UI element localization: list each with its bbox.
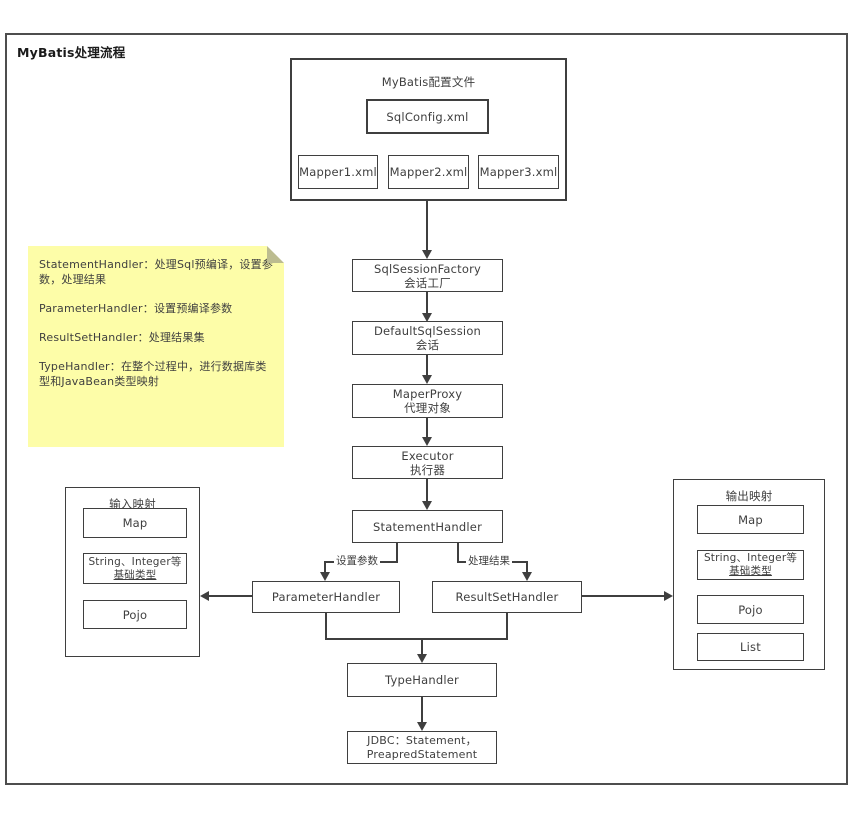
output-list-box: List (697, 633, 804, 661)
arrowhead-factory-to-session (422, 313, 432, 322)
connector-factory-to-session (426, 292, 428, 314)
arrowhead-to-jdbc (417, 722, 427, 731)
input-mapping-title: 输入映射 (109, 497, 156, 511)
sticky-note: StatementHandler：处理Sql预编译，设置参数，处理结果 Para… (28, 246, 284, 447)
connector-to-output-mapping (582, 595, 666, 597)
mapper2-xml-box: Mapper2.xml (388, 155, 469, 189)
note-statement-handler: StatementHandler：处理Sql预编译，设置参数，处理结果 (39, 258, 274, 286)
executor-label-zh: 执行器 (409, 462, 446, 477)
jdbc-line1: JDBC：Statement， (367, 733, 477, 747)
connector-merge-to-typehandler (421, 638, 423, 655)
page-title: MyBatis处理流程 (17, 45, 126, 60)
typehandler-box: TypeHandler (347, 663, 497, 697)
connector-statementhandler-left-stub (396, 543, 398, 563)
output-basic-line1: String、Integer等 (703, 552, 798, 564)
arrowhead-proxy-to-executor (422, 437, 432, 446)
connector-proxy-to-executor (426, 418, 428, 438)
arrowhead-to-resultsethandler (522, 572, 532, 581)
flow-box-executor: Executor 执行器 (352, 446, 503, 479)
input-basic-line2: 基础类型 (113, 568, 157, 581)
connector-parameterhandler-down (325, 613, 327, 640)
config-file-title: MyBatis配置文件 (381, 75, 476, 89)
input-basic-types-box: String、Integer等 基础类型 (83, 553, 187, 584)
note-parameter-handler: ParameterHandler：设置预编译参数 (39, 302, 233, 315)
output-map-box: Map (697, 505, 804, 534)
jdbc-line2: PreapredStatement (366, 747, 478, 761)
arrowhead-to-input-mapping (200, 591, 209, 601)
resultsethandler-box: ResultSetHandler (432, 581, 582, 613)
parameterhandler-box: ParameterHandler (252, 581, 400, 613)
mapper1-xml-box: Mapper1.xml (298, 155, 378, 189)
connector-config-to-factory (426, 201, 428, 251)
flow-box-defaultsqlsession: DefaultSqlSession 会话 (352, 321, 503, 355)
input-pojo-box: Pojo (83, 600, 187, 629)
connector-executor-to-statementhandler (426, 479, 428, 502)
connector-resultsethandler-down (506, 613, 508, 640)
output-basic-types-box: String、Integer等 基础类型 (697, 550, 804, 580)
flow-box-maperproxy: MaperProxy 代理对象 (352, 384, 503, 418)
config-file-box: MyBatis配置文件 SqlConfig.xml Mapper1.xml Ma… (290, 58, 567, 201)
arrowhead-to-output-mapping (664, 591, 673, 601)
connector-to-input-mapping (208, 595, 252, 597)
maperproxy-label-en: MaperProxy (392, 387, 463, 401)
connector-session-to-proxy (426, 355, 428, 376)
arrowhead-to-parameterhandler (320, 572, 330, 581)
defaultsqlsession-label-zh: 会话 (415, 338, 440, 352)
output-pojo-box: Pojo (697, 595, 804, 624)
arrowhead-config-to-factory (422, 250, 432, 259)
sqlconfig-xml-box: SqlConfig.xml (366, 99, 489, 134)
jdbc-box: JDBC：Statement， PreapredStatement (347, 731, 497, 764)
label-set-parameters: 设置参数 (334, 555, 380, 568)
output-mapping-title: 输出映射 (725, 489, 773, 503)
arrowhead-to-typehandler (417, 654, 427, 663)
output-basic-line2: 基础类型 (729, 565, 772, 577)
input-map-box: Map (83, 508, 187, 538)
sqlsessionfactory-label-zh: 会话工厂 (404, 275, 451, 290)
defaultsqlsession-label-en: DefaultSqlSession (373, 324, 482, 338)
mapper3-xml-box: Mapper3.xml (478, 155, 559, 189)
input-basic-line1: String、Integer等 (88, 555, 182, 568)
note-type-handler: TypeHandler：在整个过程中，进行数据库类型和JavaBean类型映射 (39, 360, 267, 388)
flow-box-statementhandler: StatementHandler (352, 510, 503, 543)
maperproxy-label-zh: 代理对象 (404, 401, 451, 415)
output-mapping-box: 输出映射 Map String、Integer等 基础类型 Pojo List (673, 479, 825, 670)
arrowhead-session-to-proxy (422, 375, 432, 384)
arrowhead-executor-to-statementhandler (422, 501, 432, 510)
note-resultset-handler: ResultSetHandler：处理结果集 (39, 331, 205, 344)
connector-statementhandler-right-stub (457, 543, 459, 563)
connector-typehandler-to-jdbc (421, 697, 423, 723)
sqlsessionfactory-label-en: SqlSessionFactory (373, 261, 482, 276)
flow-box-sqlsessionfactory: SqlSessionFactory 会话工厂 (352, 259, 503, 292)
label-handle-result: 处理结果 (466, 555, 512, 568)
input-mapping-box: 输入映射 Map String、Integer等 基础类型 Pojo (65, 487, 200, 657)
note-fold-corner-icon (267, 246, 284, 263)
connector-handleresult-drop (526, 561, 528, 574)
connector-merge-horizontal (325, 638, 508, 640)
connector-setparam-drop (324, 561, 326, 574)
executor-label-en: Executor (401, 448, 454, 463)
